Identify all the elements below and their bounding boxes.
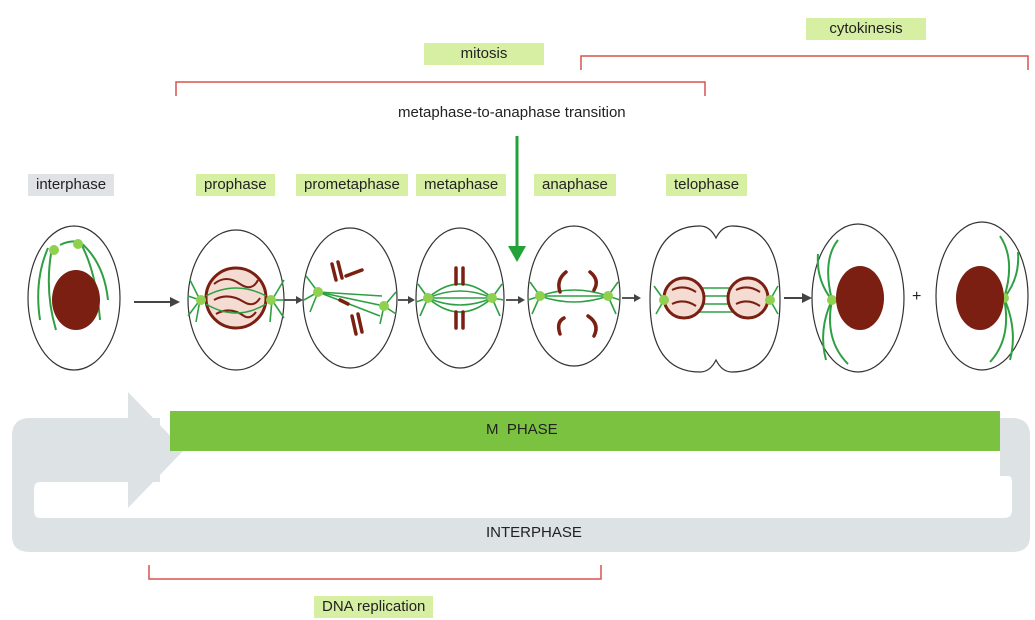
interphase-band-label: INTERPHASE <box>486 524 582 541</box>
interphase-stage-label: interphase <box>28 174 115 196</box>
interphase-band <box>12 392 1030 552</box>
prometaphase-label: prometaphase <box>296 174 408 196</box>
daughter-cell-left <box>811 223 905 373</box>
metaphase-label: metaphase <box>416 174 507 196</box>
plus-sign: + <box>912 288 922 305</box>
anaphase-label: anaphase <box>534 174 616 196</box>
daughter-cell-right <box>935 221 1029 371</box>
telophase-label: telophase <box>666 174 748 196</box>
cytokinesis-bracket <box>580 55 1029 70</box>
m-phase-label: M PHASE <box>486 421 558 438</box>
stage-arrow <box>506 296 525 304</box>
mitosis-bracket <box>175 81 706 96</box>
mitosis-label: mitosis <box>424 43 544 65</box>
dna-replication-bracket <box>148 565 602 580</box>
prophase-label: prophase <box>196 174 275 196</box>
transition-label: metaphase-to-anaphase transition <box>398 104 626 121</box>
stage-arrow <box>398 296 415 304</box>
transition-arrow <box>508 136 526 262</box>
cytokinesis-label: cytokinesis <box>806 18 926 40</box>
stage-arrow <box>134 297 180 307</box>
m-phase-bar <box>170 411 1000 451</box>
dna-replication-label: DNA replication <box>314 596 434 618</box>
cell-prometaphase <box>302 227 398 369</box>
cell-telophase <box>649 225 781 373</box>
cell-metaphase <box>415 227 505 369</box>
cell-prophase <box>187 229 286 371</box>
cell-interphase <box>27 225 121 371</box>
stage-arrow <box>284 296 303 304</box>
stage-arrow <box>784 293 812 303</box>
stage-arrow <box>622 294 641 302</box>
cell-anaphase <box>527 225 621 367</box>
